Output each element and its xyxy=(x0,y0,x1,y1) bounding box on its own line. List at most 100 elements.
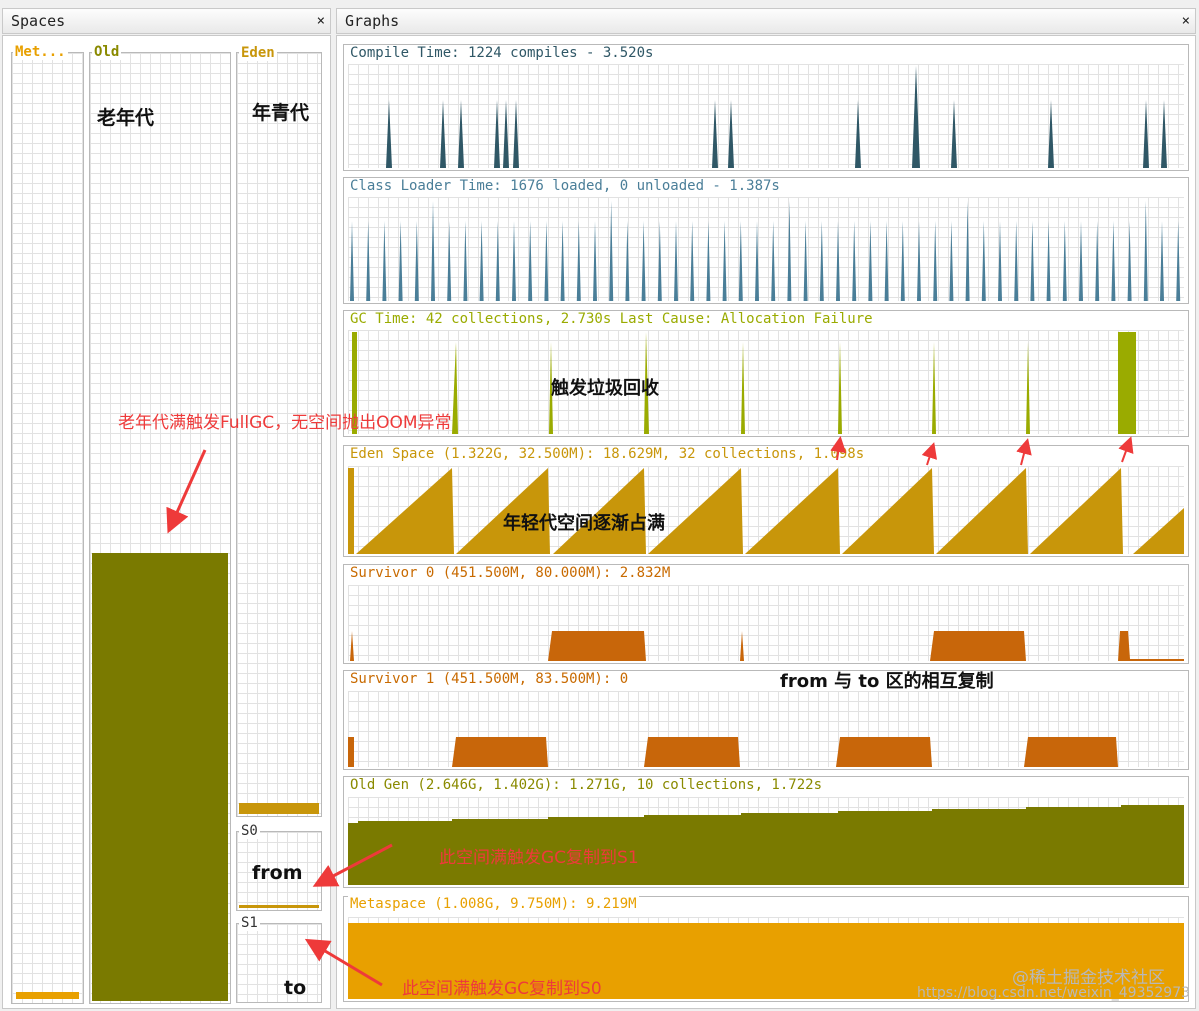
class-loader-spike xyxy=(641,221,646,301)
class-loader-spike xyxy=(981,221,986,301)
old-gen-plot xyxy=(348,805,1184,885)
class-loader-spike xyxy=(1062,221,1067,301)
eden-space xyxy=(236,52,322,817)
spaces-close-icon[interactable]: × xyxy=(316,13,325,29)
fullgc-annotation: 老年代满触发FullGC，无空间抛出OOM异常 xyxy=(118,413,452,433)
class-loader-grid xyxy=(348,197,1184,301)
gc-time-grid xyxy=(348,330,1184,434)
class-loader-spike xyxy=(755,221,759,301)
metaspace-graph-label: Metaspace (1.008G, 9.750M): 9.219M xyxy=(348,896,639,912)
class-loader-spike xyxy=(690,221,695,301)
survivor1-graph xyxy=(343,670,1189,770)
metaspace-graph-fill xyxy=(348,923,1184,999)
eden-label: Eden xyxy=(239,45,277,61)
eden-space-plot xyxy=(348,468,1184,554)
class-loader-spike xyxy=(852,221,857,301)
metaspace-graph xyxy=(343,896,1189,1002)
class-loader-spike xyxy=(787,201,792,301)
class-loader-spike xyxy=(463,221,468,301)
class-loader-spike xyxy=(771,221,776,301)
class-loader-spike xyxy=(512,221,516,301)
survivor0-label: Survivor 0 (451.500M, 80.000M): 2.832M xyxy=(348,565,673,581)
class-loader-label: Class Loader Time: 1676 loaded, 0 unload… xyxy=(348,178,782,194)
class-loader-spike xyxy=(998,221,1002,301)
class-loader-spike xyxy=(722,221,727,301)
watermark-line2: https://blog.csdn.net/weixin_49352973 xyxy=(917,985,1191,1001)
class-loader-spike xyxy=(674,221,678,301)
old-annotation: 老年代 xyxy=(97,107,155,129)
class-loader-spike xyxy=(1030,221,1035,301)
class-loader-spike xyxy=(366,221,371,301)
class-loader-spike xyxy=(350,221,354,301)
eden-space-grid xyxy=(348,466,1184,554)
metaspace-label: Met... xyxy=(13,44,68,60)
class-loader-spike xyxy=(544,221,549,301)
class-loader-spike xyxy=(1111,221,1116,301)
spaces-panel-header: Spaces × xyxy=(2,8,331,34)
gc-trigger-annotation: 触发垃圾回收 xyxy=(551,378,659,399)
old-label: Old xyxy=(92,44,122,60)
compile-time-grid xyxy=(348,64,1184,168)
survivor1-plot xyxy=(348,737,1118,767)
eden-space-label: Eden Space (1.322G, 32.500M): 18.629M, 3… xyxy=(348,446,867,462)
class-loader-spike xyxy=(609,201,614,301)
class-loader-spike xyxy=(1160,221,1164,301)
class-loader-spike xyxy=(1176,221,1181,301)
class-loader-spike xyxy=(819,221,824,301)
class-loader-spike xyxy=(382,221,387,301)
survivor0-graph xyxy=(343,564,1189,664)
gc-time-plot xyxy=(352,332,1136,434)
compile-time-plot xyxy=(386,66,1167,168)
eden-fill xyxy=(239,803,319,814)
old-space xyxy=(89,52,231,1004)
metaspace-space xyxy=(11,52,84,1004)
class-loader-spike xyxy=(560,221,565,301)
from-to-annotation: from 与 to 区的相互复制 xyxy=(780,671,994,692)
class-loader-spike xyxy=(1046,221,1051,301)
class-loader-spike xyxy=(398,221,403,301)
old-fill xyxy=(92,553,228,1001)
class-loader-spike xyxy=(1014,221,1019,301)
metaspace-fill xyxy=(16,992,79,999)
class-loader-spike xyxy=(657,221,662,301)
class-loader-spike xyxy=(868,221,873,301)
s0-fill xyxy=(239,905,319,908)
class-loader-spike xyxy=(593,221,597,301)
class-loader-spike xyxy=(706,221,711,301)
eden-fill-annotation: 年轻代空间逐渐占满 xyxy=(503,513,665,534)
class-loader-spike xyxy=(576,221,581,301)
survivor0-grid xyxy=(348,585,1184,661)
survivor1-label: Survivor 1 (451.500M, 83.500M): 0 xyxy=(348,671,631,687)
s0-space xyxy=(236,831,322,911)
class-loader-spike xyxy=(447,221,452,301)
eden-space-graph xyxy=(343,445,1189,557)
gc-time-graph xyxy=(343,310,1189,437)
class-loader-spike xyxy=(431,201,435,301)
watermark-line1: @稀土掘金技术社区 xyxy=(1012,968,1165,988)
graphs-panel-header: Graphs × xyxy=(336,8,1196,34)
class-loader-spike xyxy=(933,221,938,301)
survivor0-plot xyxy=(350,631,1184,661)
class-loader-spike xyxy=(1143,201,1148,301)
class-loader-spike xyxy=(414,221,419,301)
class-loader-spike xyxy=(884,221,889,301)
class-loader-spike xyxy=(1095,221,1100,301)
class-loader-spike xyxy=(1079,221,1083,301)
s0-label: S0 xyxy=(239,823,260,839)
class-loader-spike xyxy=(836,221,840,301)
class-loader-spike xyxy=(738,221,743,301)
old-gen-grid xyxy=(348,797,1184,885)
old-gen-graph xyxy=(343,776,1189,888)
class-loader-spike xyxy=(1127,221,1132,301)
gc-time-label: GC Time: 42 collections, 2.730s Last Cau… xyxy=(348,311,875,327)
class-loader-spike xyxy=(528,221,533,301)
class-loader-spike xyxy=(965,201,970,301)
metaspace-grid xyxy=(348,917,1184,999)
survivor1-grid xyxy=(348,691,1184,767)
graphs-close-icon[interactable]: × xyxy=(1181,13,1190,29)
s1-annotation: to xyxy=(284,977,307,999)
s1-label: S1 xyxy=(239,915,260,931)
compile-time-graph xyxy=(343,44,1189,171)
s0-to-s1-annotation: 此空间满触发GC复制到S1 xyxy=(439,848,639,868)
